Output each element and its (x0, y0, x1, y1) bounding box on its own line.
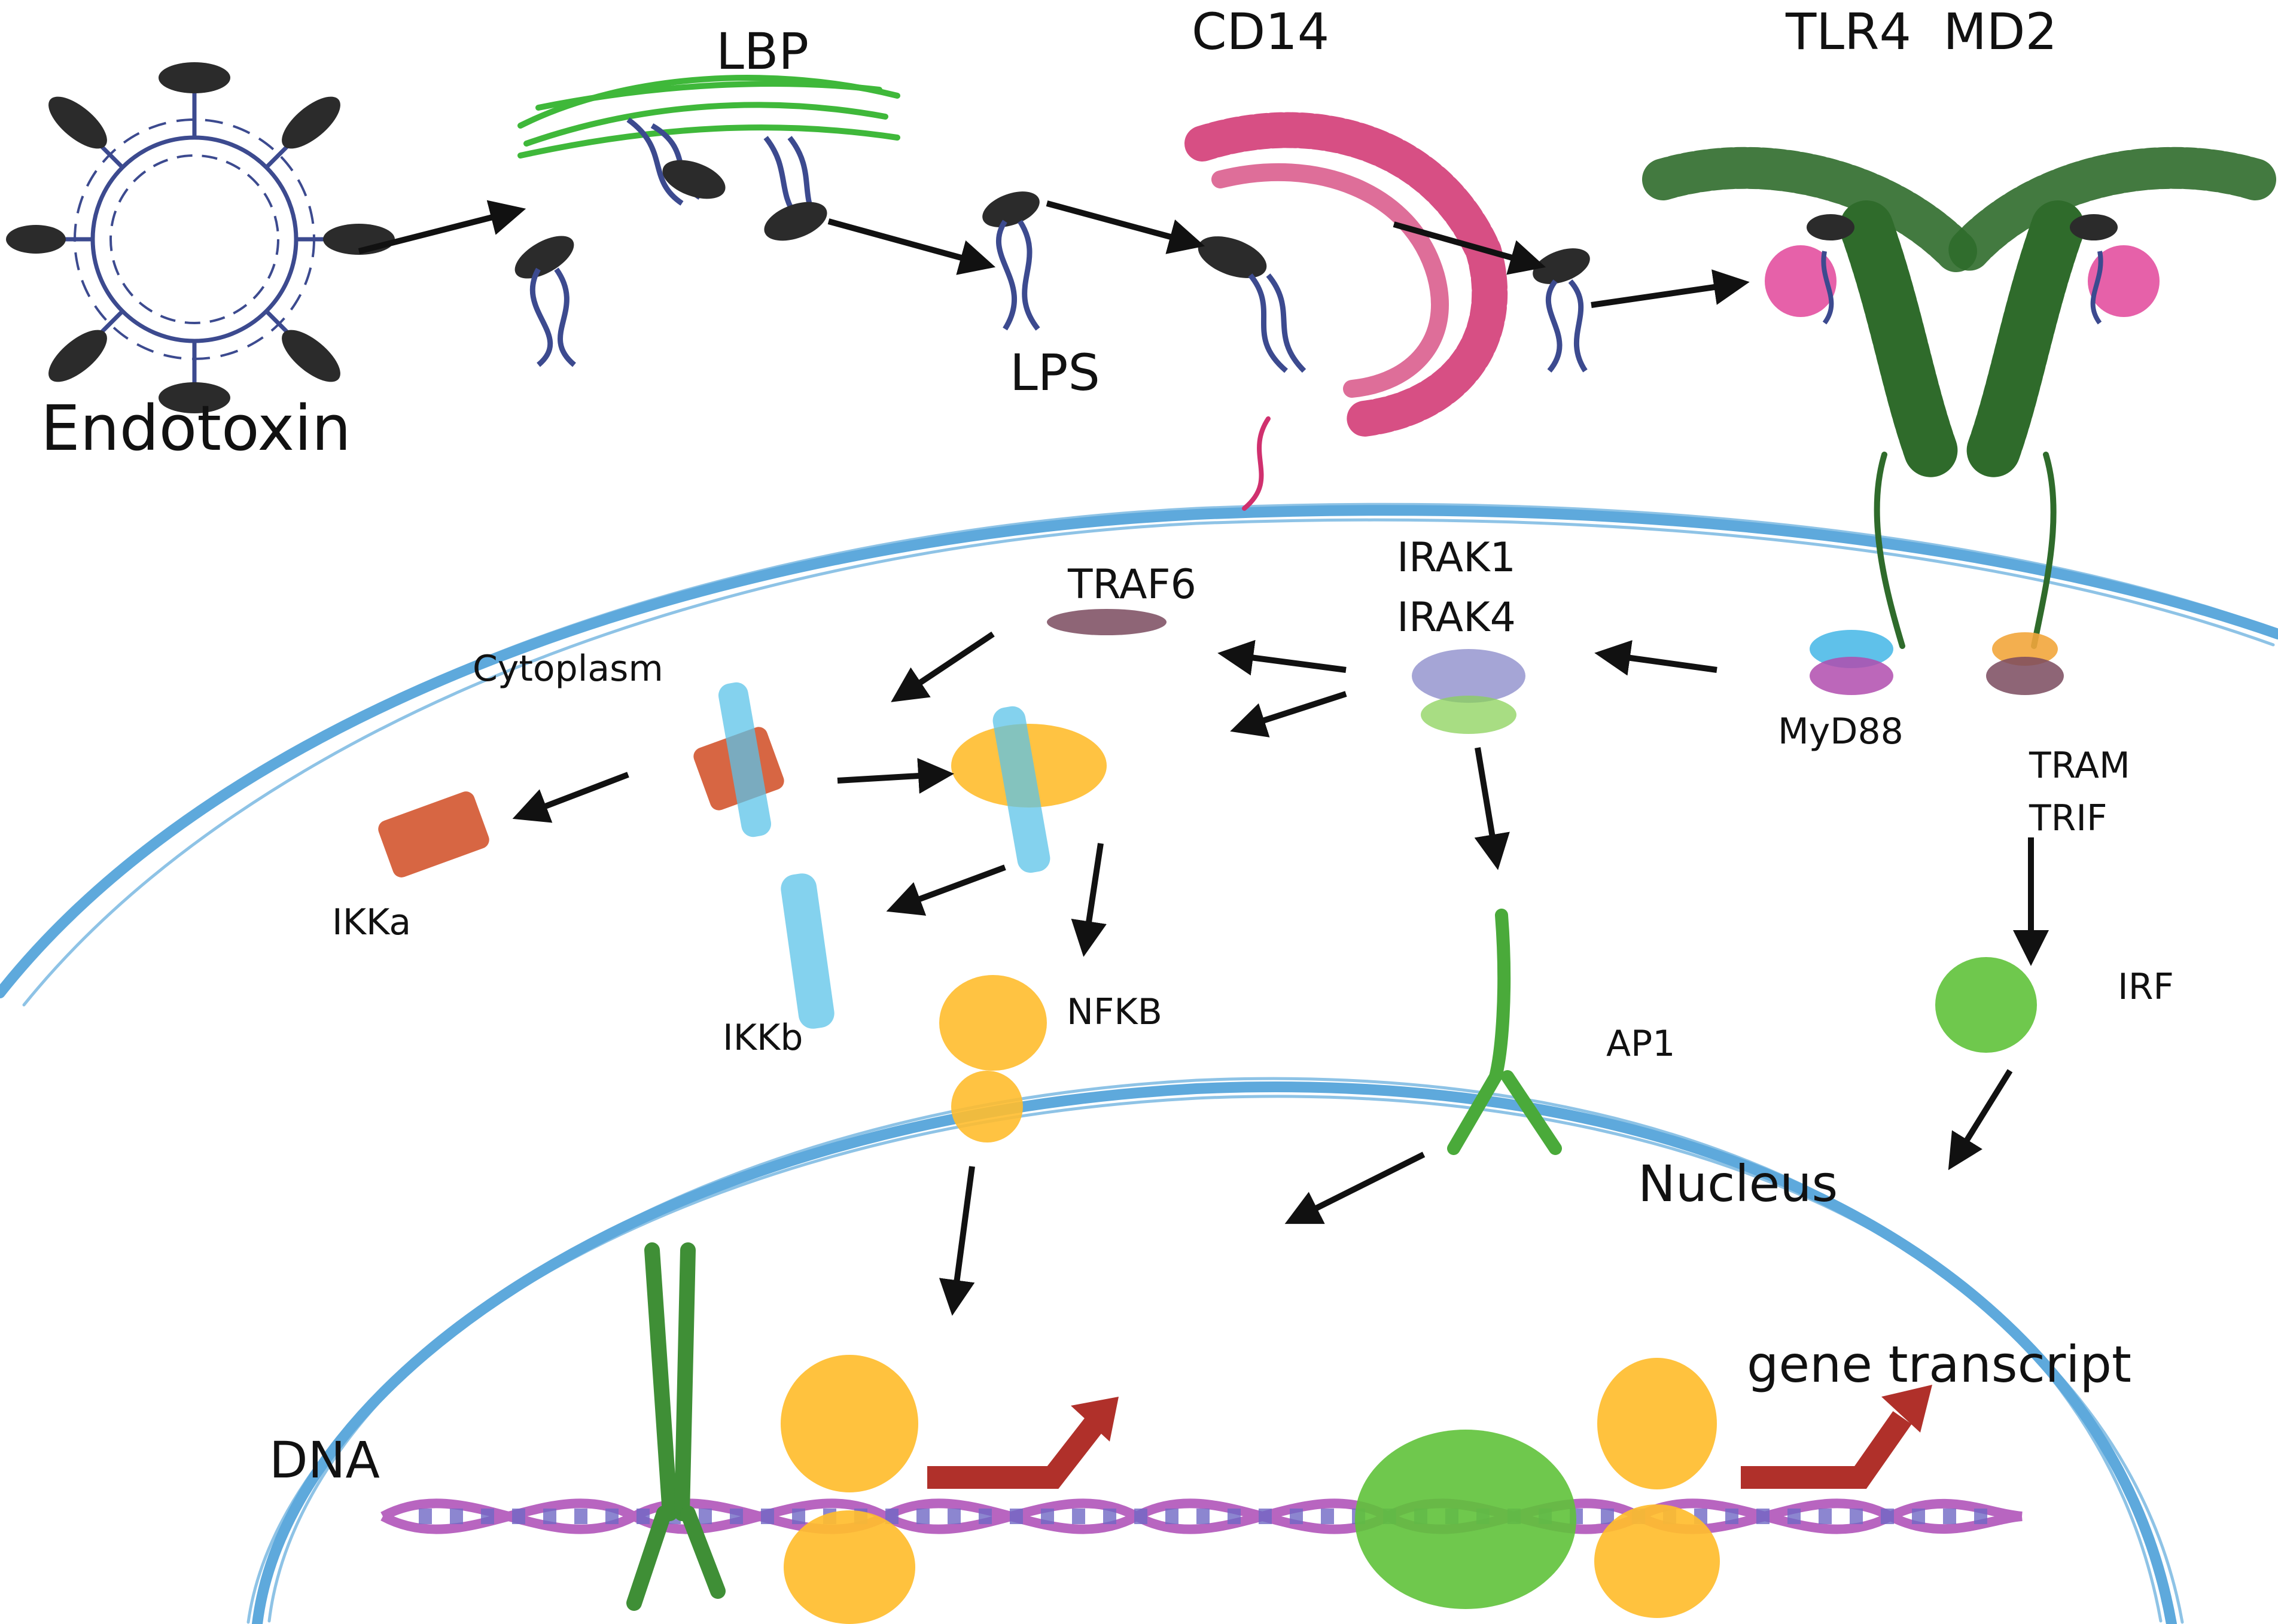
cell-membrane (0, 502, 2278, 1007)
gene-transcript-label: gene transcript (1747, 1335, 2131, 1394)
ap1-label: AP1 (1606, 1023, 1675, 1065)
irak1-label: IRAK1 (1397, 534, 1516, 581)
ikka-label: IKKa (332, 901, 411, 943)
lps-label: LPS (1010, 343, 1100, 402)
free-lps-1 (514, 236, 576, 367)
cytoplasm-label: Cytoplasm (473, 648, 663, 690)
myd88-label: MyD88 (1778, 711, 1904, 752)
ikk-nfkb-complex (951, 706, 1107, 873)
cd14-label: CD14 (1192, 2, 1329, 61)
trif-label: TRIF (2029, 797, 2108, 839)
irak4-label: IRAK4 (1397, 594, 1516, 641)
ikk-complex (693, 682, 784, 837)
cd14-protein (1184, 112, 1508, 511)
myd88-protein (1810, 630, 1893, 695)
nfkb-label: NFKB (1067, 991, 1162, 1033)
dna-label: DNA (269, 1431, 380, 1489)
dna-bound-irf (1355, 1430, 1576, 1609)
irak-proteins (1412, 649, 1525, 734)
dna-bound-ap1 (626, 1242, 726, 1611)
ikkb-protein (781, 873, 835, 1029)
endotoxin-micelle (6, 62, 395, 413)
ap1-protein (1447, 909, 1562, 1155)
tram-trif-proteins (1986, 632, 2064, 695)
tram-label: TRAM (2029, 745, 2130, 787)
lbp-protein (517, 75, 900, 159)
pathway-arrows (358, 200, 2049, 1316)
ikkb-label: IKKb (723, 1017, 803, 1059)
traf6-label: TRAF6 (1067, 561, 1196, 608)
ikka-protein (378, 791, 489, 877)
nfkb-protein (939, 975, 1047, 1142)
traf6-protein (1047, 609, 1167, 635)
transcript-arrows (927, 1411, 1912, 1489)
dna-helix (380, 1498, 2023, 1534)
tlr4-md2-label: TLR4 MD2 (1785, 2, 2057, 61)
lps-on-cd14 (1198, 236, 1306, 373)
irf-protein (1935, 957, 2037, 1053)
lbp-label: LBP (716, 22, 809, 81)
dna-bound-nfkb (781, 1355, 1720, 1624)
endotoxin-label: Endotoxin (41, 392, 351, 465)
lps-on-lbp (626, 117, 827, 241)
nucleus-label: Nucleus (1638, 1154, 1838, 1213)
nuclear-membrane (246, 1077, 2184, 1624)
free-lps-2 (982, 191, 1040, 331)
free-lps-3 (1533, 248, 1590, 373)
transcript-arrowheads (1071, 1385, 1932, 1442)
irf-label: IRF (2118, 966, 2174, 1008)
tlr4-md2-complex (1642, 147, 2276, 649)
